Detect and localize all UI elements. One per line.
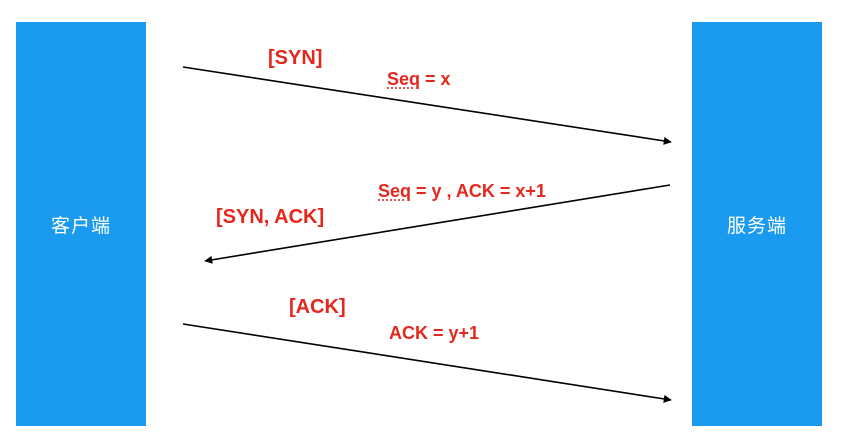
client-label: 客户端 <box>50 214 111 237</box>
ack-value-label: ACK = y+1 <box>389 323 480 343</box>
syn-ack-arrow <box>204 184 671 264</box>
seq-value: = x <box>420 69 451 89</box>
syn-arrow <box>182 66 672 145</box>
client-endpoint: 客户端 <box>16 22 146 426</box>
ack-flag-label: [ACK] <box>289 296 346 318</box>
server-label: 服务端 <box>726 214 787 237</box>
seq-term: Seq <box>378 181 412 201</box>
seq-ack-value: = y , ACK = x+1 <box>411 181 546 201</box>
syn-flag-label: [SYN] <box>268 47 323 69</box>
syn-ack-seq-label: Seq = y , ACK = x+1 <box>378 182 546 200</box>
server-endpoint: 服务端 <box>692 22 822 426</box>
syn-ack-flag-label: [SYN, ACK] <box>216 206 325 228</box>
syn-seq-label: Seq = x <box>387 70 451 88</box>
seq-term: Seq <box>387 69 421 89</box>
ack-arrow <box>182 323 672 403</box>
